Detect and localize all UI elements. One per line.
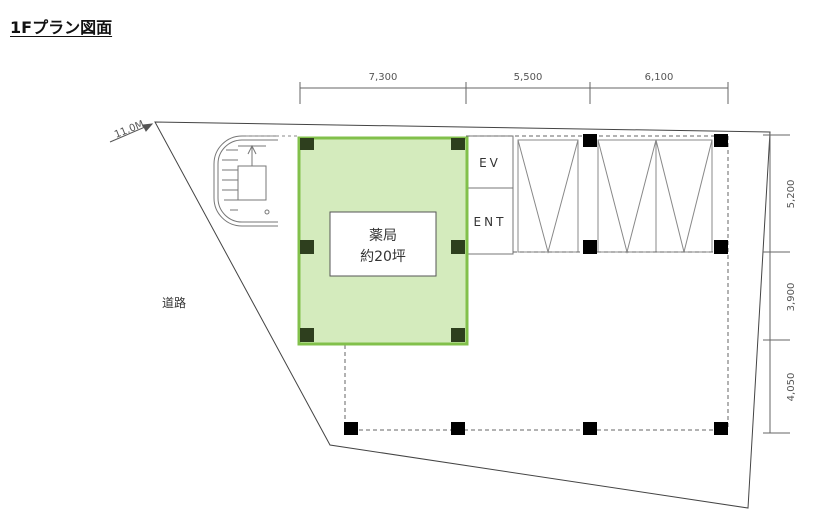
column — [344, 422, 358, 435]
ent-label: ENT — [474, 215, 507, 229]
pharmacy-label-box — [329, 211, 437, 277]
column — [451, 422, 465, 435]
pharmacy-name: 薬局 — [369, 228, 397, 244]
road-width-arrow — [109, 123, 154, 143]
pharmacy-columns — [300, 138, 465, 342]
column — [300, 240, 314, 254]
column — [714, 422, 728, 435]
column — [714, 134, 728, 147]
dim-right-2: 3,900 — [786, 283, 797, 312]
road-label: 道路 — [162, 295, 186, 310]
column — [300, 328, 314, 342]
parking-stalls — [517, 139, 713, 254]
column — [583, 240, 597, 254]
column — [451, 328, 465, 342]
column — [583, 134, 597, 147]
stair — [213, 135, 278, 227]
site-boundary — [154, 121, 771, 509]
pharmacy-area-size: 約20坪 — [360, 249, 406, 265]
column — [451, 240, 465, 254]
dim-top-3: 6,100 — [645, 72, 674, 83]
top-dimension-line — [299, 82, 729, 104]
structural-columns — [344, 134, 728, 435]
right-dimension-line — [763, 134, 790, 434]
ev-label: EV — [479, 156, 501, 170]
page-title: 1Fプラン図面 — [10, 18, 113, 37]
building-outline-dashed — [344, 135, 729, 431]
column — [583, 422, 597, 435]
road-width-label: 11.0M — [113, 119, 146, 141]
dim-right-1: 5,200 — [786, 180, 797, 209]
stair-point-marker — [264, 209, 270, 215]
column — [300, 138, 314, 150]
dim-right-3: 4,050 — [786, 373, 797, 402]
column — [714, 240, 728, 254]
dim-top-2: 5,500 — [514, 72, 543, 83]
column — [451, 138, 465, 150]
dim-top-1: 7,300 — [369, 72, 398, 83]
